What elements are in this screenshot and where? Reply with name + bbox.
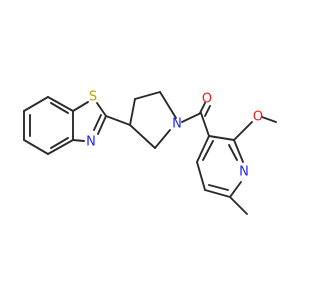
bond-pyridine-4b [208, 184, 229, 191]
bond-piperidine-2 [134, 91, 161, 100]
bond-pyridine-1 [208, 135, 235, 141]
atom-pyridine-nitrogen: N [239, 165, 249, 180]
bond-amide-n-c [181, 112, 202, 123]
bond-benzene-inner-3 [50, 102, 69, 114]
molecule-diagram: S N N O O N [23, 90, 277, 215]
bond-methyl [229, 196, 248, 215]
atom-piperidine-nitrogen: N [172, 117, 182, 132]
bond-pyridine-4 [204, 189, 231, 198]
bond-thiazole-2 [96, 102, 107, 117]
bond-thiazole-4 [72, 139, 85, 142]
bond-pyridine-5 [196, 161, 206, 191]
bond-pyridine-6b [202, 140, 214, 161]
bond-thiazole-3 [97, 115, 107, 135]
bond-benzene-3 [47, 139, 74, 155]
bond-pyridine-6 [196, 135, 210, 163]
atom-thiazole-nitrogen: N [86, 135, 96, 150]
bond-piperidine-3 [159, 91, 177, 119]
bond-carbonyl-a [199, 102, 206, 114]
bond-piperidine-5 [129, 124, 156, 149]
atom-labels: S N N O O N [86, 90, 263, 180]
bond-piperidine-1 [129, 98, 136, 126]
bond-benzene-2 [23, 139, 49, 155]
bond-thiazole-3b [93, 114, 102, 131]
bond-methoxy-c [261, 116, 277, 123]
bond-thiazole-1 [72, 101, 89, 112]
bond-link-piperidine [105, 115, 131, 126]
atom-methoxy-oxygen: O [253, 110, 263, 125]
bond-pyridine-3 [229, 181, 242, 198]
atom-carbonyl-oxygen: O [202, 92, 212, 107]
bond-benzene-inner-2 [50, 137, 69, 149]
bond-carbonyl-to-ring [200, 112, 210, 137]
bonds [23, 91, 277, 215]
bond-pyridine-2 [233, 139, 244, 163]
bond-benzene-6 [23, 96, 49, 112]
bond-benzene-5 [47, 96, 74, 112]
bond-piperidine-4 [154, 129, 171, 149]
atom-sulfur: S [89, 90, 97, 105]
bond-pyridine-2b [228, 144, 238, 161]
bond-carbonyl-b [204, 105, 211, 117]
bond-methoxy-o [233, 121, 253, 141]
